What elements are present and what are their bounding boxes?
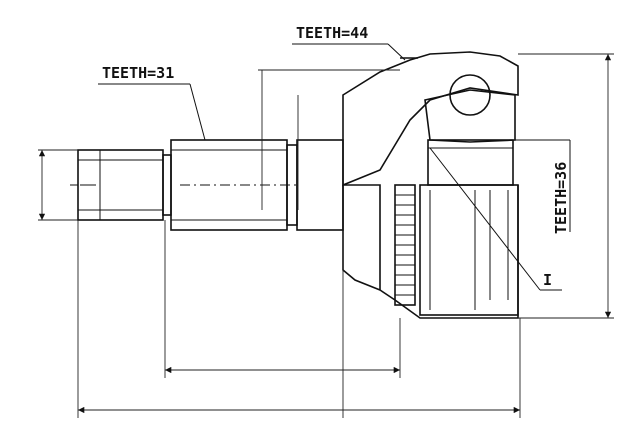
abs-ring [394,184,416,306]
label-shaft-teeth: TEETH=31 [102,64,174,82]
label-seal-mark: I [543,271,552,289]
threaded-stub [70,149,172,221]
label-inner-teeth: TEETH=36 [552,162,570,234]
label-outer-teeth: TEETH=44 [296,24,368,42]
splined-shaft [170,139,344,231]
ball-bearing [449,74,491,116]
dimension-lines [38,53,614,418]
bell-housing [342,51,519,319]
annotations: TEETH=44 TEETH=31 TEETH=36 I [98,24,571,291]
